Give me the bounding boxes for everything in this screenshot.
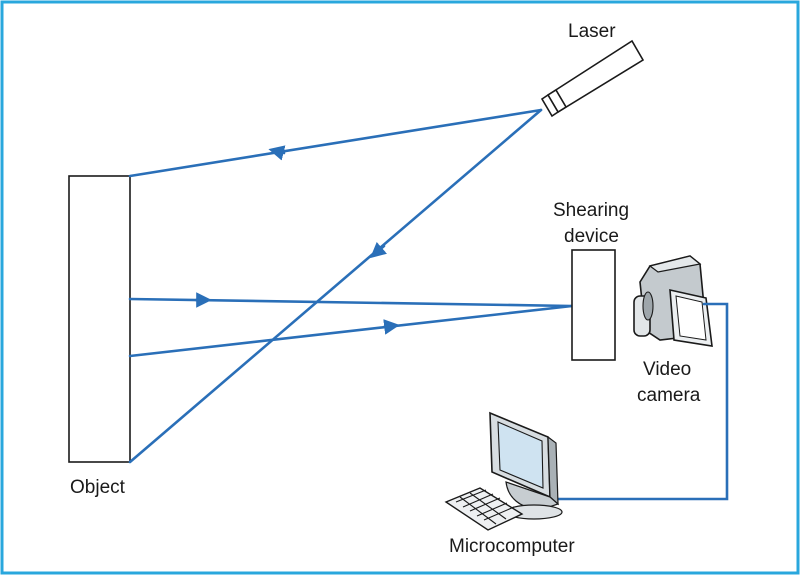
- laser-label: Laser: [568, 21, 616, 42]
- video-label-line1: Video: [643, 359, 691, 380]
- microcomputer-label: Microcomputer: [449, 536, 575, 557]
- object-label: Object: [70, 477, 126, 498]
- video-camera-icon: [633, 255, 713, 347]
- arrow-2: [370, 241, 388, 259]
- arrow-1: [268, 145, 286, 161]
- shearing-label-line1: Shearing: [553, 200, 629, 221]
- laser-beams: [128, 108, 574, 464]
- shearing-label-line2: device: [564, 226, 619, 247]
- monitor-icon: [489, 411, 563, 520]
- laser-icon: [540, 39, 645, 118]
- video-label-line2: camera: [637, 385, 701, 406]
- camera-computer-cable: [556, 302, 729, 501]
- shearing-device: [571, 249, 616, 361]
- keyboard-icon: [444, 487, 524, 531]
- object-plate: [68, 175, 131, 463]
- arrow-4: [382, 319, 400, 335]
